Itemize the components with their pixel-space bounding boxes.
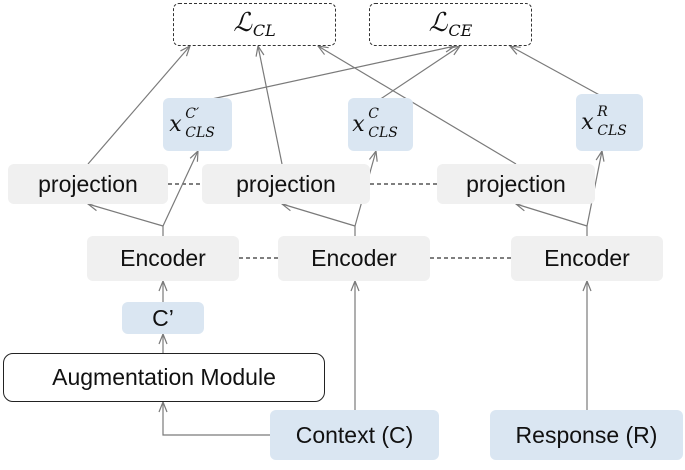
projection-box-3: projection xyxy=(437,164,595,204)
arrow-encoder1-to-projection1 xyxy=(88,204,164,236)
context-box: Context (C) xyxy=(270,410,439,460)
arrow-projection2-to-loss-cl xyxy=(258,46,283,165)
projection-box-1: projection xyxy=(8,164,168,204)
loss-cl-symbol: ℒCL xyxy=(233,8,276,40)
arrow-encoder1-to-cls-cprime xyxy=(162,151,198,227)
arrow-context-to-augmentation xyxy=(163,402,270,436)
projection-box-2: projection xyxy=(202,164,370,204)
arrow-encoder3-to-projection3 xyxy=(516,204,588,236)
c-prime-box: C’ xyxy=(122,302,204,334)
loss-cl-box: ℒCL xyxy=(173,3,336,46)
encoder-box-3: Encoder xyxy=(511,236,663,281)
encoder-box-2: Encoder xyxy=(278,236,430,281)
arrow-projection3-to-loss-cl xyxy=(318,46,517,165)
arrow-cls-r-to-loss-ce xyxy=(510,46,606,99)
arrow-encoder2-to-projection2 xyxy=(282,204,356,236)
loss-ce-symbol: ℒCE xyxy=(428,8,473,40)
response-box: Response (R) xyxy=(490,410,683,460)
loss-ce-box: ℒCE xyxy=(369,3,532,46)
encoder-box-1: Encoder xyxy=(87,236,239,281)
arrow-cls-cprime-to-loss-ce xyxy=(197,46,455,103)
augmentation-module-box: Augmentation Module xyxy=(3,353,325,402)
arrow-projection1-to-loss-cl xyxy=(87,46,190,165)
arrow-cls-c-to-loss-ce xyxy=(375,46,460,103)
